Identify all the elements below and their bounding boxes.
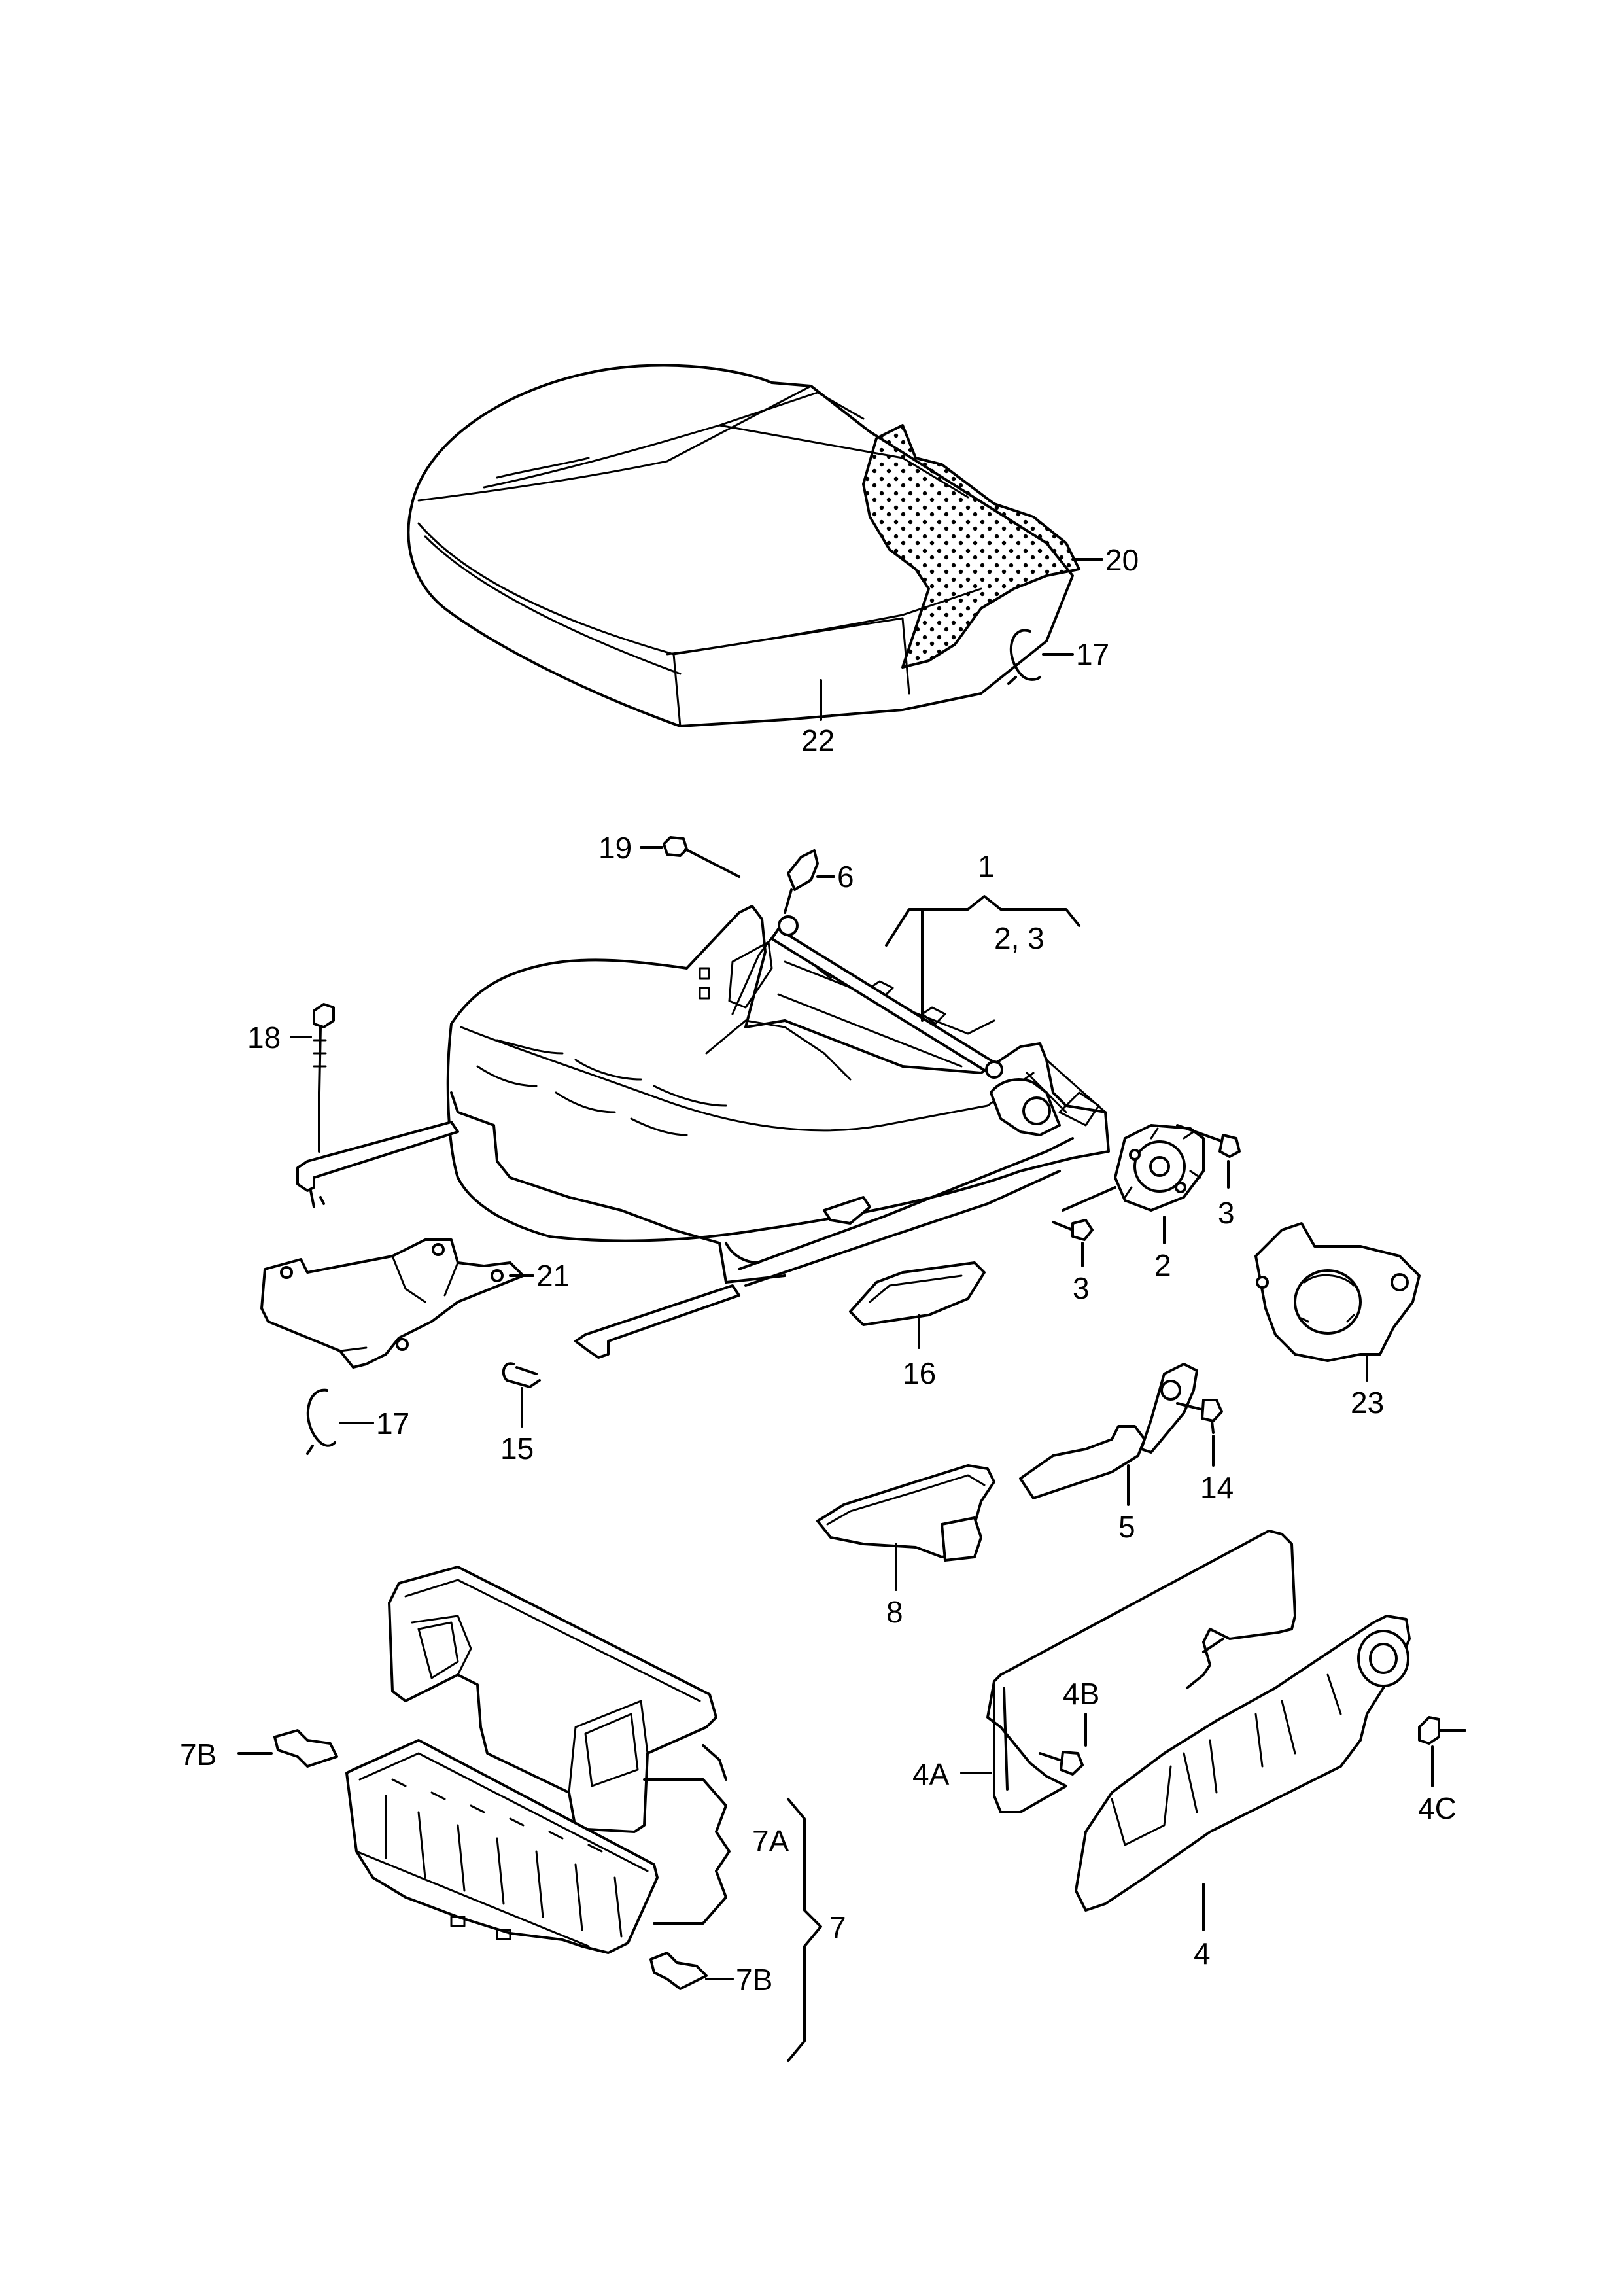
svg-text:20: 20 [1105, 543, 1139, 577]
svg-text:18: 18 [247, 1021, 281, 1055]
svg-text:3: 3 [1218, 1196, 1235, 1230]
svg-text:4A: 4A [912, 1757, 950, 1791]
cover-part-23: 23 [1254, 1222, 1421, 1420]
svg-text:4C: 4C [1418, 1791, 1457, 1825]
svg-text:7A: 7A [752, 1824, 789, 1858]
svg-text:17: 17 [1076, 637, 1109, 671]
hog-ring-clip-part-17-lower: 17 [306, 1388, 409, 1455]
svg-text:7B: 7B [180, 1738, 216, 1772]
drawer-frame-part-7a-upper [388, 1566, 717, 1833]
drawer-tray-part-7a-lower [345, 1739, 659, 1954]
cap-part-6: 6 [784, 849, 854, 914]
clip-part-7b-left: 7B [180, 1729, 338, 1772]
clip-part-7b-right: 7B [649, 1952, 772, 1997]
callout-20: 20 [1071, 543, 1139, 577]
callout-1-bracket: 1 2, 3 [885, 849, 1080, 1022]
callout-7-bracket: 7 [787, 1798, 846, 2062]
trim-cover-part-16: 16 [849, 1261, 986, 1390]
svg-text:14: 14 [1200, 1471, 1234, 1505]
plate-part-21: 21 [260, 1238, 570, 1369]
svg-text:6: 6 [837, 860, 854, 894]
seat-heater-pad-part-20 [862, 424, 1080, 669]
svg-text:7: 7 [829, 1910, 846, 1944]
bolt-part-14: 14 [1176, 1399, 1234, 1505]
bolt-part-19: 19 [598, 831, 740, 878]
svg-text:15: 15 [500, 1431, 534, 1465]
handle-part-8: 8 [816, 1464, 995, 1629]
lever-part-5: 5 [1019, 1363, 1198, 1544]
svg-text:4: 4 [1194, 1936, 1211, 1971]
svg-text:8: 8 [886, 1595, 903, 1629]
recliner-mechanism-part-2: 2 [1114, 1124, 1205, 1282]
svg-text:7B: 7B [736, 1963, 772, 1997]
svg-text:19: 19 [598, 831, 632, 865]
svg-text:16: 16 [903, 1356, 936, 1390]
clip-part-4c: 4C [1418, 1716, 1466, 1825]
svg-text:2, 3: 2, 3 [994, 921, 1045, 955]
screw-part-4b: 4B [1039, 1677, 1099, 1776]
clip-part-15: 15 [500, 1362, 541, 1465]
svg-text:4B: 4B [1063, 1677, 1099, 1711]
callout-7a-bracket: 7A [643, 1744, 789, 1925]
callout-22: 22 [801, 679, 835, 758]
svg-text:1: 1 [978, 849, 995, 883]
wire-frame-part-4a: 4A [912, 1530, 1296, 1813]
seat-frame-part-1 [296, 905, 1110, 1359]
hog-ring-clip-part-17-upper: 17 [1007, 629, 1109, 685]
svg-text:3: 3 [1073, 1271, 1090, 1305]
svg-text:23: 23 [1351, 1386, 1384, 1420]
screw-part-3-lower: 3 [1052, 1186, 1116, 1305]
side-panel-part-4: 4 [1075, 1615, 1411, 1971]
svg-text:22: 22 [801, 724, 835, 758]
svg-text:5: 5 [1118, 1510, 1135, 1544]
svg-text:21: 21 [536, 1259, 570, 1293]
svg-text:2: 2 [1154, 1248, 1171, 1282]
bolt-part-18: 18 [247, 1003, 335, 1153]
screw-part-3-upper: 3 [1176, 1124, 1241, 1230]
svg-text:17: 17 [376, 1407, 409, 1441]
